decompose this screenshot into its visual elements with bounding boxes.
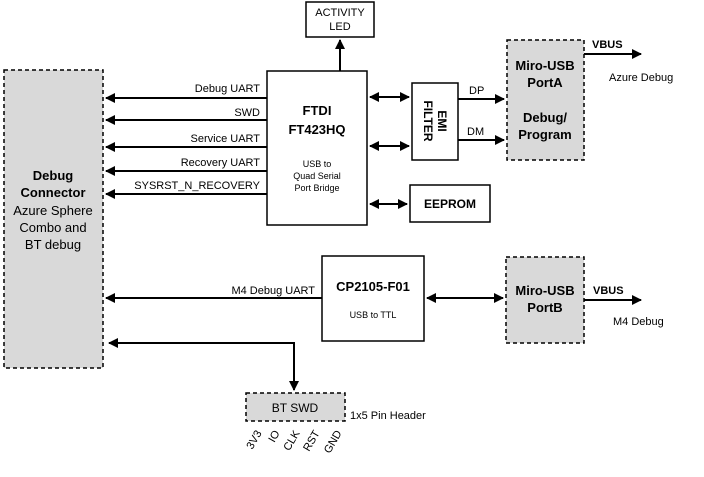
m4-debug-uart-label: M4 Debug UART: [231, 285, 315, 297]
debug-connector-subtitle-2: Combo and: [19, 220, 86, 235]
filter-label: FILTER: [421, 100, 435, 141]
debug-connector-subtitle-3: BT debug: [25, 237, 81, 252]
sysrst-label: SYSRST_N_RECOVERY: [134, 180, 260, 192]
emi-label: EMI: [435, 110, 449, 131]
cp2105-title: CP2105-F01: [336, 279, 410, 294]
emi-filter-block: EMI FILTER: [411, 82, 459, 161]
debug-bt-swd-arrow: [108, 338, 299, 391]
ftdi-title-1: FTDI: [303, 103, 332, 118]
debug-connector-title-1: Debug: [33, 168, 74, 183]
vbus-b-label: VBUS: [593, 285, 624, 297]
usb-portb-title-1: Miro-USB: [515, 283, 574, 298]
pin-3v3: 3V3: [244, 429, 264, 452]
debug-uart-label: Debug UART: [195, 83, 260, 95]
usb-portb-block: Miro-USB PortB: [505, 256, 585, 344]
debug-connector-block: Debug Connector Azure Sphere Combo and B…: [3, 69, 104, 369]
ftdi-subtitle-2: Quad Serial: [293, 171, 341, 181]
activity-led-block: ACTIVITY LED: [305, 1, 375, 38]
usb-porta-title-2: PortA: [527, 75, 563, 90]
pin-gnd: GND: [322, 428, 345, 455]
bt-swd-label: BT SWD: [272, 401, 319, 415]
azure-debug-label: Azure Debug: [609, 72, 673, 84]
vbus-a-label: VBUS: [592, 39, 623, 51]
cp2105-block: CP2105-F01 USB to TTL: [321, 255, 425, 342]
pin-rst: RST: [301, 428, 323, 453]
swd-label: SWD: [234, 107, 260, 119]
m4-debug-label: M4 Debug: [613, 316, 664, 328]
usb-porta-subtitle-1: Debug/: [523, 110, 567, 125]
ftdi-subtitle-1: USB to: [303, 159, 332, 169]
pin-header-label: 1x5 Pin Header: [350, 410, 426, 422]
eeprom-label: EEPROM: [424, 197, 476, 211]
bt-swd-block: BT SWD: [245, 392, 346, 422]
ftdi-subtitle-3: Port Bridge: [294, 183, 339, 193]
ftdi-title-2: FT423HQ: [288, 122, 345, 137]
usb-porta-subtitle-2: Program: [518, 127, 571, 142]
pin-io: IO: [266, 428, 282, 444]
ftdi-block: FTDI FT423HQ USB to Quad Serial Port Bri…: [266, 70, 368, 226]
dm-label: DM: [467, 126, 484, 138]
dp-label: DP: [469, 85, 484, 97]
usb-portb-title-2: PortB: [527, 300, 562, 315]
activity-led-label-2: LED: [329, 21, 350, 33]
debug-connector-title-2: Connector: [21, 185, 86, 200]
activity-led-label-1: ACTIVITY: [315, 7, 365, 19]
usb-porta-block: Miro-USB PortA Debug/ Program: [506, 39, 585, 161]
recovery-uart-label: Recovery UART: [181, 157, 261, 169]
debug-connector-subtitle-1: Azure Sphere: [13, 203, 93, 218]
eeprom-block: EEPROM: [409, 184, 491, 223]
cp2105-subtitle: USB to TTL: [350, 310, 397, 320]
pin-labels: 3V3 IO CLK RST GND: [244, 428, 344, 456]
pin-clk: CLK: [282, 428, 303, 453]
usb-porta-title-1: Miro-USB: [515, 58, 574, 73]
service-uart-label: Service UART: [191, 133, 261, 145]
